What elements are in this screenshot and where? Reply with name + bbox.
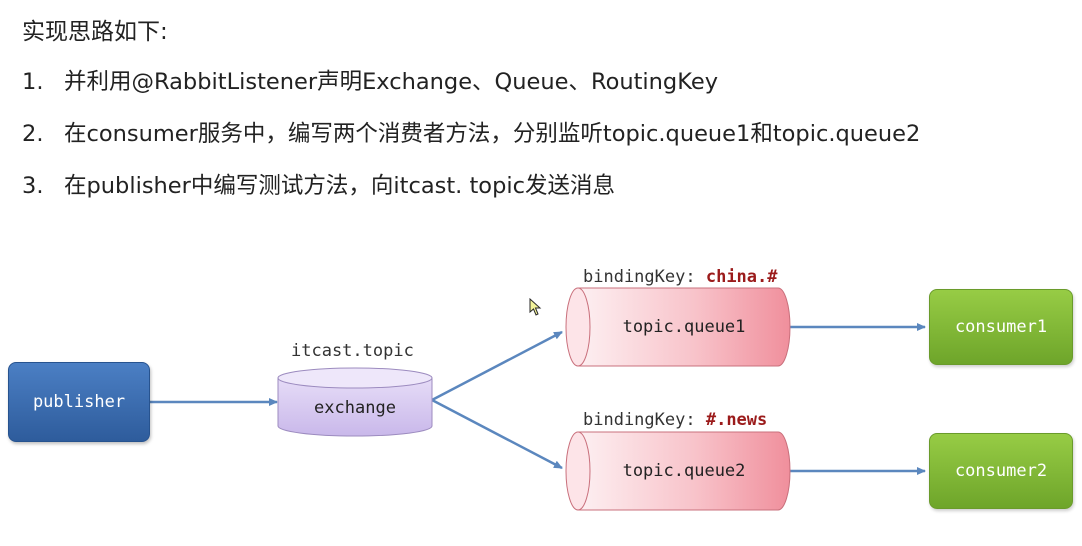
step-item: 3. 在publisher中编写测试方法，向itcast. topic发送消息 xyxy=(22,168,920,220)
step-number: 3. xyxy=(22,173,44,199)
consumer1-box: consumer1 xyxy=(929,289,1073,365)
publisher-box: publisher xyxy=(8,362,150,442)
step-number: 2. xyxy=(22,121,44,147)
exchange-name-label: itcast.topic xyxy=(291,341,414,361)
steps-list: 1. 并利用@RabbitListener声明Exchange、Queue、Rou… xyxy=(22,64,920,220)
queue1-label: topic.queue1 xyxy=(622,317,746,337)
binding-key-value: #.news xyxy=(705,410,768,430)
step-text: 并利用@RabbitListener声明Exchange、Queue、Routi… xyxy=(64,69,719,95)
queue2-label: topic.queue2 xyxy=(622,461,746,481)
binding-key-prefix: bindingKey: xyxy=(583,267,696,287)
queue2-binding: bindingKey: #.news xyxy=(583,410,767,430)
binding-key-prefix: bindingKey: xyxy=(583,410,696,430)
step-text: 在consumer服务中，编写两个消费者方法，分别监听topic.queue1和… xyxy=(64,121,921,147)
step-number: 1. xyxy=(22,69,44,95)
exchange-cylinder xyxy=(277,367,433,437)
page-title: 实现思路如下: xyxy=(22,19,168,45)
consumer2-label: consumer2 xyxy=(954,461,1048,481)
step-item: 2. 在consumer服务中，编写两个消费者方法，分别监听topic.queue… xyxy=(22,116,920,168)
binding-key-value: china.# xyxy=(705,267,778,287)
step-item: 1. 并利用@RabbitListener声明Exchange、Queue、Rou… xyxy=(22,64,920,116)
queue1-binding: bindingKey: china.# xyxy=(583,267,778,287)
consumer2-box: consumer2 xyxy=(929,433,1073,509)
arrow-exchange-queue1 xyxy=(431,330,563,402)
mouse-cursor-icon xyxy=(529,298,542,316)
queue2-cylinder xyxy=(565,431,791,511)
step-text: 在publisher中编写测试方法，向itcast. topic发送消息 xyxy=(64,173,615,199)
queue1-cylinder xyxy=(565,287,791,367)
exchange-label: exchange xyxy=(314,398,396,418)
publisher-label: publisher xyxy=(32,392,126,412)
arrow-exchange-queue2 xyxy=(431,398,563,470)
consumer1-label: consumer1 xyxy=(954,317,1048,337)
